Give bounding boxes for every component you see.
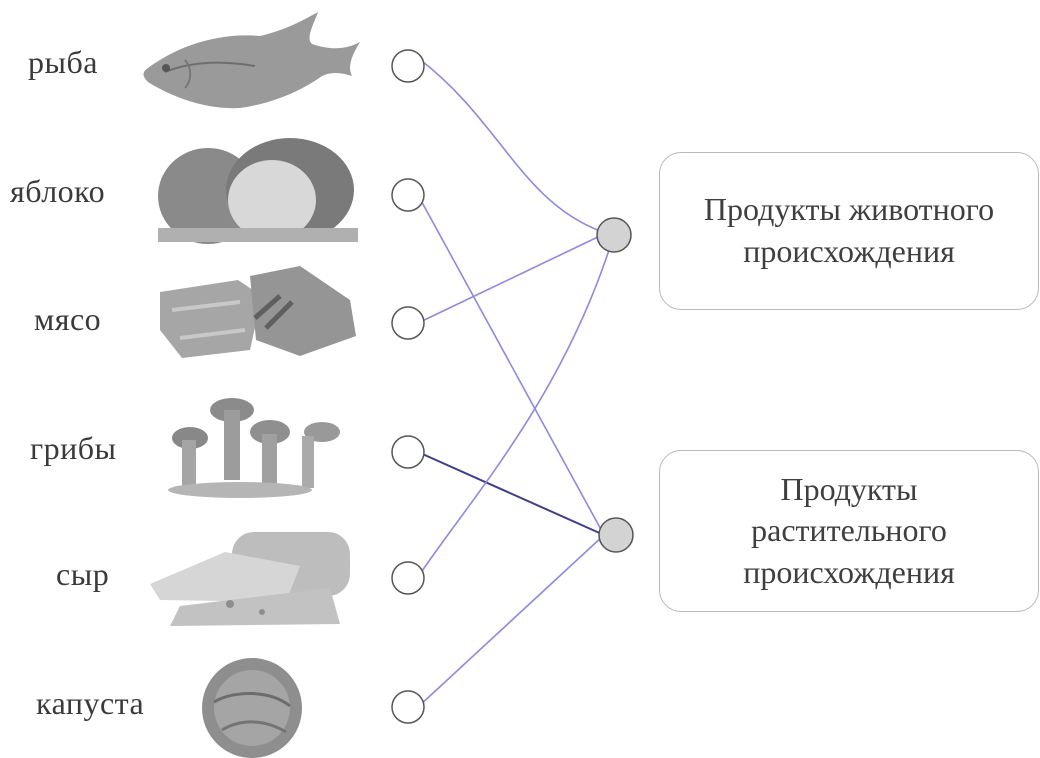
connection-line-сыр: [419, 246, 611, 575]
apple-picture: [158, 138, 358, 244]
item-answer-circle[interactable]: [391, 306, 425, 340]
item-answer-circle[interactable]: [391, 690, 425, 724]
fish-picture: [143, 12, 360, 109]
connection-line-рыба: [417, 57, 601, 232]
cabbage-picture: [202, 658, 302, 758]
item-label: капуста: [36, 685, 145, 721]
item-answer-circle[interactable]: [391, 435, 425, 469]
connection-line-яблоко: [417, 194, 605, 536]
connection-line-капуста: [417, 534, 605, 708]
item-label: рыба: [28, 44, 98, 80]
item-label: сыр: [56, 556, 110, 592]
category-text-line: Продукты: [780, 470, 918, 507]
category-box: Продукты растительного происхождения: [659, 450, 1039, 612]
category-node[interactable]: [598, 517, 634, 553]
item-answer-circle[interactable]: [391, 561, 425, 595]
item-label: яблоко: [10, 173, 106, 209]
category-text-line: растительного: [751, 512, 947, 549]
item-label: мясо: [34, 301, 102, 337]
category-box: Продукты животного происхождения: [659, 152, 1039, 310]
category-text-line: происхождения: [743, 233, 955, 269]
item-label: грибы: [30, 430, 117, 466]
category-node[interactable]: [596, 217, 632, 253]
mushrooms-picture: [168, 398, 340, 498]
meat-picture: [160, 266, 356, 358]
category-text-line: происхождения: [743, 553, 955, 590]
cheese-picture: [150, 532, 350, 626]
item-answer-circle[interactable]: [391, 49, 425, 83]
item-answer-circle[interactable]: [391, 178, 425, 212]
connection-line-мясо: [417, 234, 603, 324]
category-text-line: Продукты животного: [703, 191, 995, 228]
connection-line-грибы: [417, 451, 605, 536]
